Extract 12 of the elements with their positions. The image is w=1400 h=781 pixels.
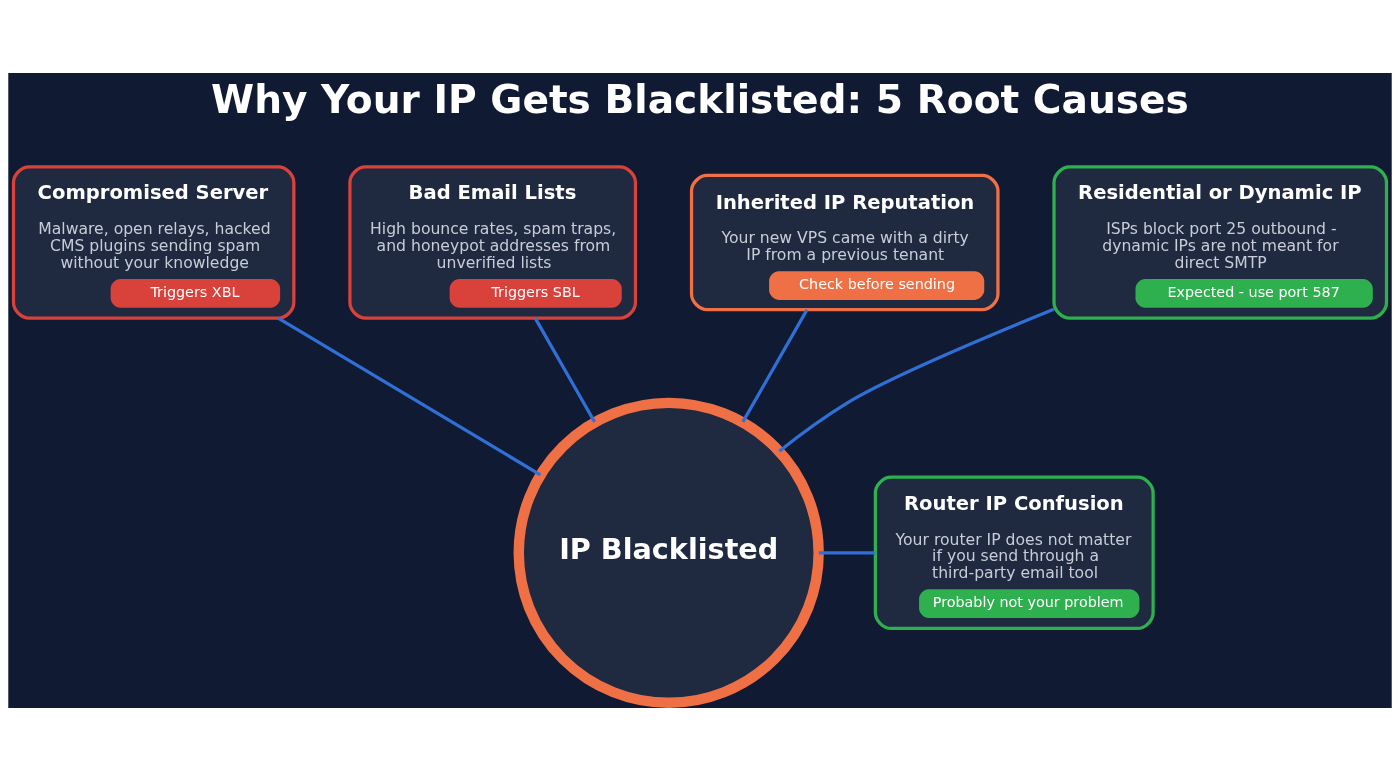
node-box: Bad Email Lists High bounce rates, spam traps, and honeypot addresses from unverified lists Triggers SBL — [348, 165, 638, 320]
node-circle: IP Blacklisted — [513, 397, 824, 708]
node-box: Router IP Confusion Your router IP does not matter if you send through a third-party email tool Probably not your problem — [873, 475, 1155, 631]
node-box: Residential or Dynamic IP ISPs block port 25 outbound - dynamic IPs are not meant for direct SMTP Expected - use port 587 — [1052, 165, 1389, 320]
node-box: Inherited IP Reputation Your new VPS came with a dirty IP from a previous tenant Check before sending — [689, 173, 1000, 312]
node-box: Compromised Server Malware, open relays, hacked CMS plugins sending spam without your knowledge Triggers XBL — [11, 165, 296, 320]
connector — [533, 317, 596, 423]
connector — [277, 316, 542, 477]
connector — [741, 309, 809, 423]
connector — [778, 307, 1055, 453]
connector — [818, 551, 876, 555]
diagram-title: Why Your IP Gets Blacklisted: 5 Root Causes — [211, 77, 1189, 123]
